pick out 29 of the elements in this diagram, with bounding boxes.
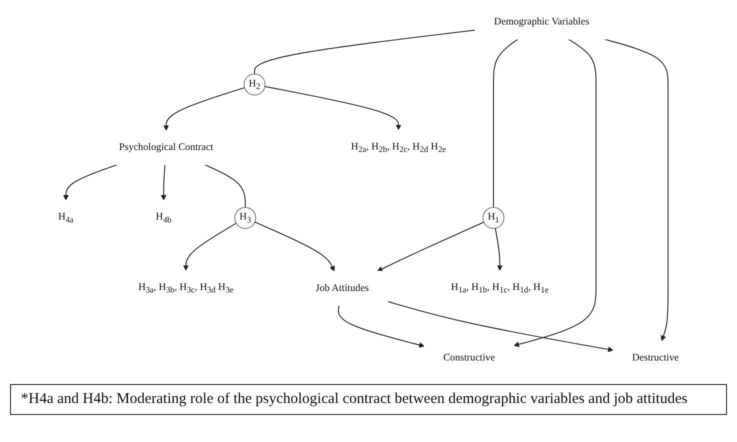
arrow bbox=[604, 38, 669, 342]
arrow bbox=[160, 164, 166, 200]
node-text: H$_{4b}$ bbox=[156, 212, 172, 224]
node-text: H$_{3a}$, H$_{3b}$, H$_{3c}$, H$_{3d}$ H$_{3e}$ bbox=[138, 282, 234, 295]
node-text: H$_{4a}$ bbox=[58, 212, 74, 224]
node-circle: H$_{1}$ bbox=[482, 207, 504, 229]
arrow bbox=[387, 301, 614, 352]
node-text: Psychological Contract bbox=[119, 142, 214, 153]
arrow bbox=[163, 87, 245, 131]
arrow bbox=[338, 304, 425, 348]
connector bbox=[204, 164, 246, 208]
arrow bbox=[183, 222, 237, 271]
caption-box: *H4a and H4b: Moderating role of the psychological contract between demographic variables and job attitudes bbox=[10, 384, 727, 415]
node-circle: H$_{3}$ bbox=[234, 207, 256, 229]
node-text: Destructive bbox=[632, 352, 679, 363]
node-text: Demographic Variables bbox=[494, 16, 590, 28]
node-text: H$_{2a}$, H$_{2b}$, H$_{2c}$, H$_{2d}$ H$_{2e}$ bbox=[351, 141, 446, 154]
arrow bbox=[264, 86, 402, 130]
node-text: H$_{1a}$, H$_{1b}$, H$_{1c}$, H$_{1d}$, H$_{1e}$ bbox=[451, 282, 549, 295]
node-text: Constructive bbox=[443, 352, 495, 363]
arrow bbox=[494, 228, 503, 271]
connector bbox=[493, 38, 518, 208]
arrow bbox=[377, 222, 484, 272]
arrow bbox=[514, 38, 596, 348]
node-circle: H$_{2}$ bbox=[244, 74, 266, 96]
connector bbox=[254, 30, 476, 74]
arrow bbox=[254, 222, 335, 272]
arrow bbox=[63, 164, 118, 200]
node-text: Job Attitudes bbox=[316, 282, 369, 294]
